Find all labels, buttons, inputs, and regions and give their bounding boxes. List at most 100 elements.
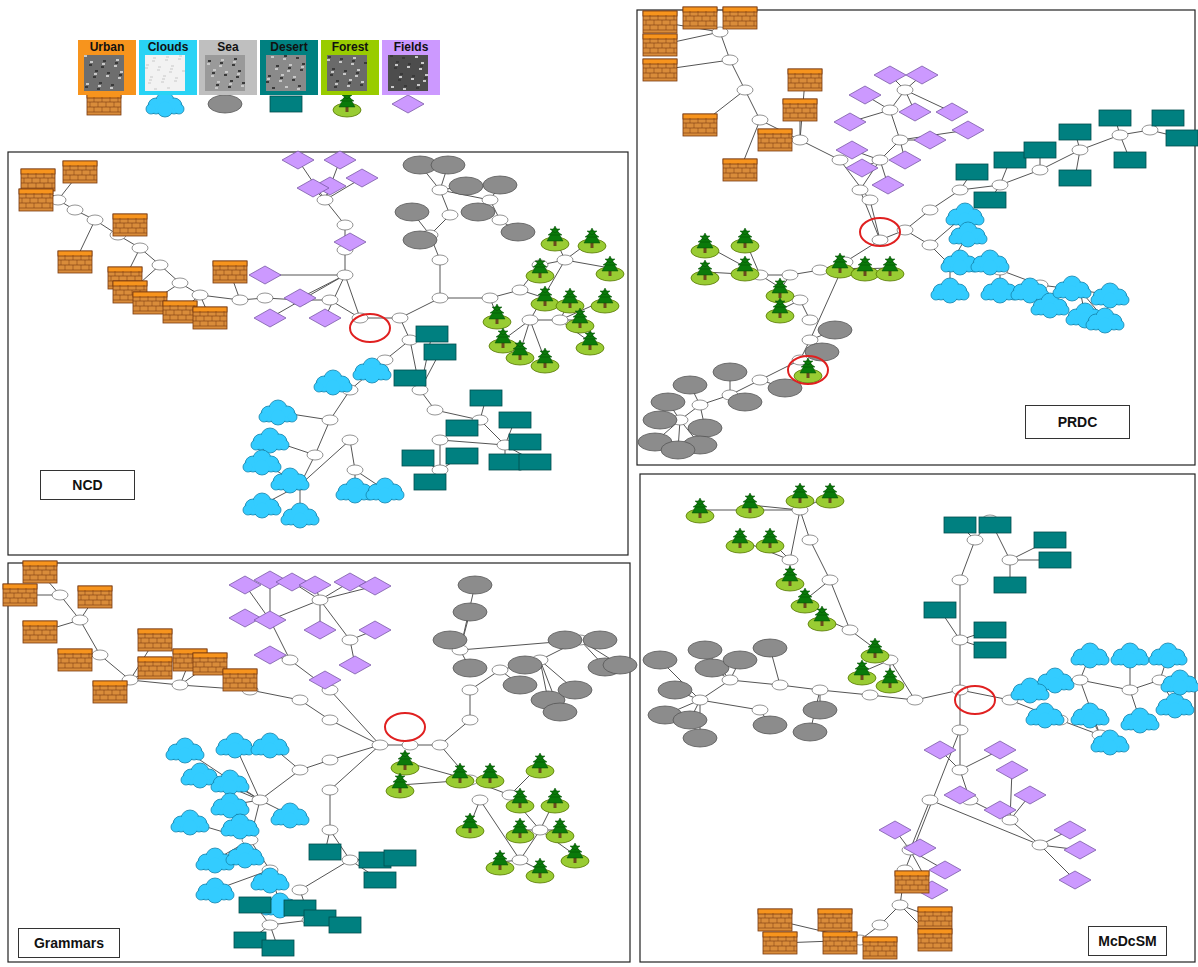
brick-line	[58, 668, 92, 669]
sea-ellipse	[583, 631, 617, 649]
leaf-branches	[36, 160, 610, 515]
sea-ellipse	[713, 363, 747, 381]
junction-node	[897, 85, 913, 95]
brick-line	[30, 593, 31, 598]
brick-body	[683, 114, 717, 136]
clouds-icon	[314, 370, 352, 395]
brick-line	[123, 271, 124, 276]
sea-ellipse	[548, 631, 582, 649]
clouds-icon	[949, 222, 987, 247]
clouds-icon	[931, 278, 969, 303]
brick-line	[698, 21, 699, 26]
brick-top	[63, 161, 97, 166]
brick-line	[783, 108, 817, 109]
desert-icon	[416, 326, 448, 342]
brick-line	[153, 633, 154, 638]
desert-icon	[262, 940, 294, 956]
sea-icon	[805, 343, 839, 361]
cloud-fill	[972, 263, 980, 271]
tree-crown	[392, 773, 408, 788]
tree-crown	[562, 288, 578, 303]
brick-line	[131, 271, 132, 276]
brick-line	[646, 68, 647, 73]
field-diamond	[952, 121, 984, 139]
brick-line	[802, 108, 803, 113]
brick-line	[223, 688, 257, 689]
tree-panel	[640, 474, 1198, 962]
sea-ellipse	[651, 393, 685, 411]
brick-line	[94, 165, 95, 170]
clouds-icon	[243, 450, 281, 475]
brick-line	[742, 168, 743, 173]
junction-node	[317, 195, 333, 205]
tree-crown	[547, 788, 563, 803]
tree-crown	[563, 292, 577, 297]
panel-frame	[8, 152, 628, 555]
fields-icon	[359, 621, 391, 639]
cloud-fill	[300, 481, 308, 489]
brick-top	[138, 629, 172, 634]
junction-node	[432, 293, 448, 303]
panel-frame	[637, 10, 1195, 465]
tree-branch	[960, 730, 961, 770]
brick-line	[89, 595, 90, 600]
brick-line	[26, 570, 27, 575]
brick-line	[136, 285, 137, 290]
brick-line	[73, 663, 74, 668]
brick-line	[706, 118, 707, 123]
brick-line	[204, 662, 205, 667]
tree-branch	[960, 640, 961, 690]
cloud-fill	[993, 288, 1007, 302]
sea-ellipse	[728, 393, 762, 411]
brick-body	[163, 301, 197, 323]
desert-icon	[1152, 110, 1184, 126]
desert-block	[519, 454, 551, 470]
brick-line	[650, 48, 651, 53]
brick-line	[200, 311, 201, 316]
cloud-fill	[250, 827, 258, 835]
sea-icon	[673, 376, 707, 394]
brick-line	[26, 588, 27, 593]
tree-crown	[393, 777, 407, 782]
cloud-fill	[272, 816, 280, 824]
brick-line	[232, 270, 233, 275]
tree-branches	[680, 32, 1150, 420]
brick-line	[698, 118, 699, 123]
brick-line	[710, 123, 711, 128]
tree-crown	[585, 232, 599, 237]
brick-line	[750, 16, 751, 21]
brick-line	[52, 173, 53, 178]
brick-line	[28, 183, 29, 188]
junction-node	[337, 270, 353, 280]
brick-line	[148, 306, 149, 311]
tree-crown	[738, 260, 752, 265]
brick-line	[63, 170, 97, 171]
brick-line	[223, 678, 257, 679]
brick-line	[111, 276, 112, 281]
brick-line	[78, 165, 79, 170]
brick-line	[694, 16, 695, 21]
tree-crown	[492, 850, 508, 865]
junction-node	[372, 740, 388, 750]
junction-node	[442, 210, 458, 220]
brick-line	[90, 170, 91, 175]
brick-line	[250, 678, 251, 683]
brick-line	[690, 128, 691, 133]
desert-icon	[509, 434, 541, 450]
brick-line	[238, 683, 239, 688]
brick-line	[61, 658, 62, 663]
fields-icon	[874, 66, 906, 84]
junction-node	[882, 105, 898, 115]
junction-node	[322, 295, 338, 305]
brick-line	[78, 600, 112, 601]
junction-node	[92, 650, 108, 660]
junction-node	[87, 215, 103, 225]
cloud-fill	[943, 288, 957, 302]
brick-top	[58, 251, 92, 256]
brick-line	[100, 685, 101, 690]
cloud-fill	[1032, 306, 1040, 314]
desert-block	[956, 164, 988, 180]
brick-line	[46, 575, 47, 580]
sea-ellipse	[818, 321, 852, 339]
cloud-fill	[367, 491, 375, 499]
